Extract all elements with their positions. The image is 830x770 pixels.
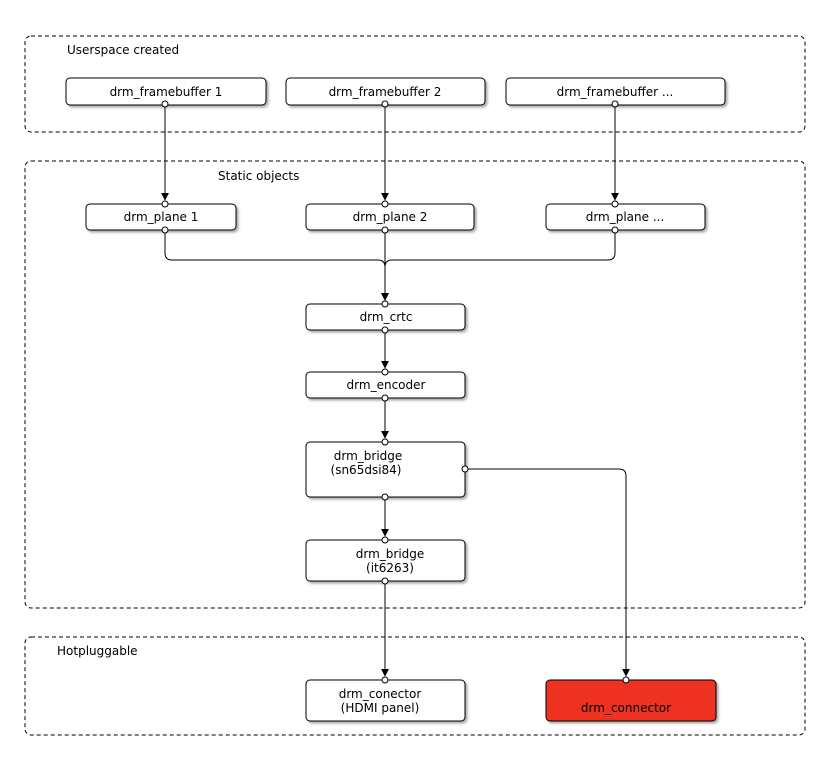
port-plane1-out <box>161 226 169 234</box>
node-label: drm_plane 1 <box>124 210 199 224</box>
group-static-objects: Static objects <box>24 160 806 609</box>
node-label-line2: (it6263) <box>366 561 414 575</box>
port-plane3-out <box>611 226 619 234</box>
node-drm-plane-n[interactable]: drm_plane ... <box>545 203 706 231</box>
port-plane3-in <box>611 200 619 208</box>
port-bridge2-in <box>381 536 389 544</box>
node-label: drm_framebuffer 2 <box>329 85 442 99</box>
group-label-userspace: Userspace created <box>67 43 179 57</box>
node-label-line1: drm_bridge <box>356 547 425 561</box>
node-drm-conector-hdmi[interactable]: drm_conector (HDMI panel) <box>305 679 466 722</box>
port-hdmi-connector-in <box>381 676 389 684</box>
port-fb3-out <box>611 100 619 108</box>
group-hotpluggable: Hotpluggable <box>24 636 806 736</box>
node-drm-encoder[interactable]: drm_encoder <box>305 371 466 399</box>
port-plane2-in <box>381 200 389 208</box>
port-fb2-out <box>381 100 389 108</box>
edge-plane1-crtc <box>164 230 389 301</box>
group-label-hotplug: Hotpluggable <box>57 644 138 658</box>
port-crtc-in <box>381 300 389 308</box>
node-label: drm_framebuffer ... <box>557 85 674 99</box>
node-drm-connector-highlighted[interactable]: drm_connector <box>545 679 717 722</box>
node-drm-framebuffer-2[interactable]: drm_framebuffer 2 <box>285 77 486 106</box>
node-label-line2: (HDMI panel) <box>341 701 420 715</box>
port-bridge2-out <box>381 577 389 585</box>
port-crtc-out <box>381 326 389 334</box>
node-label-line1: drm_conector <box>339 687 422 701</box>
node-drm-crtc[interactable]: drm_crtc <box>305 303 466 331</box>
node-drm-bridge-it6263[interactable]: drm_bridge (it6263) <box>305 539 466 582</box>
group-userspace-created: Userspace created <box>24 35 806 133</box>
port-bridge1-in <box>381 438 389 446</box>
node-label: drm_connector <box>581 701 671 715</box>
port-bridge1-side-out <box>461 465 469 473</box>
node-drm-plane-2[interactable]: drm_plane 2 <box>305 203 475 231</box>
edge-bridge1-connector <box>465 468 630 677</box>
ports <box>161 100 630 684</box>
port-plane1-in <box>161 200 169 208</box>
port-fb1-out <box>161 100 169 108</box>
node-label: drm_plane 2 <box>353 210 428 224</box>
edge-plane3-crtc <box>381 230 616 301</box>
node-label: drm_plane ... <box>586 210 665 224</box>
port-bridge1-out <box>381 493 389 501</box>
port-encoder-in <box>381 368 389 376</box>
node-label-line2: (sn65dsi84) <box>331 463 402 477</box>
node-label: drm_crtc <box>360 310 413 324</box>
node-label: drm_encoder <box>347 378 426 392</box>
port-connector-in <box>622 676 630 684</box>
node-label: drm_framebuffer 1 <box>110 85 223 99</box>
node-drm-framebuffer-1[interactable]: drm_framebuffer 1 <box>65 77 267 106</box>
node-drm-bridge-sn65dsi84[interactable]: drm_bridge (sn65dsi84) <box>305 441 466 498</box>
edges <box>161 104 630 677</box>
node-label-line1: drm_bridge <box>334 449 403 463</box>
group-label-static: Static objects <box>218 169 299 183</box>
port-encoder-out <box>381 394 389 402</box>
port-plane2-out <box>381 226 389 234</box>
node-drm-plane-1[interactable]: drm_plane 1 <box>85 203 237 231</box>
